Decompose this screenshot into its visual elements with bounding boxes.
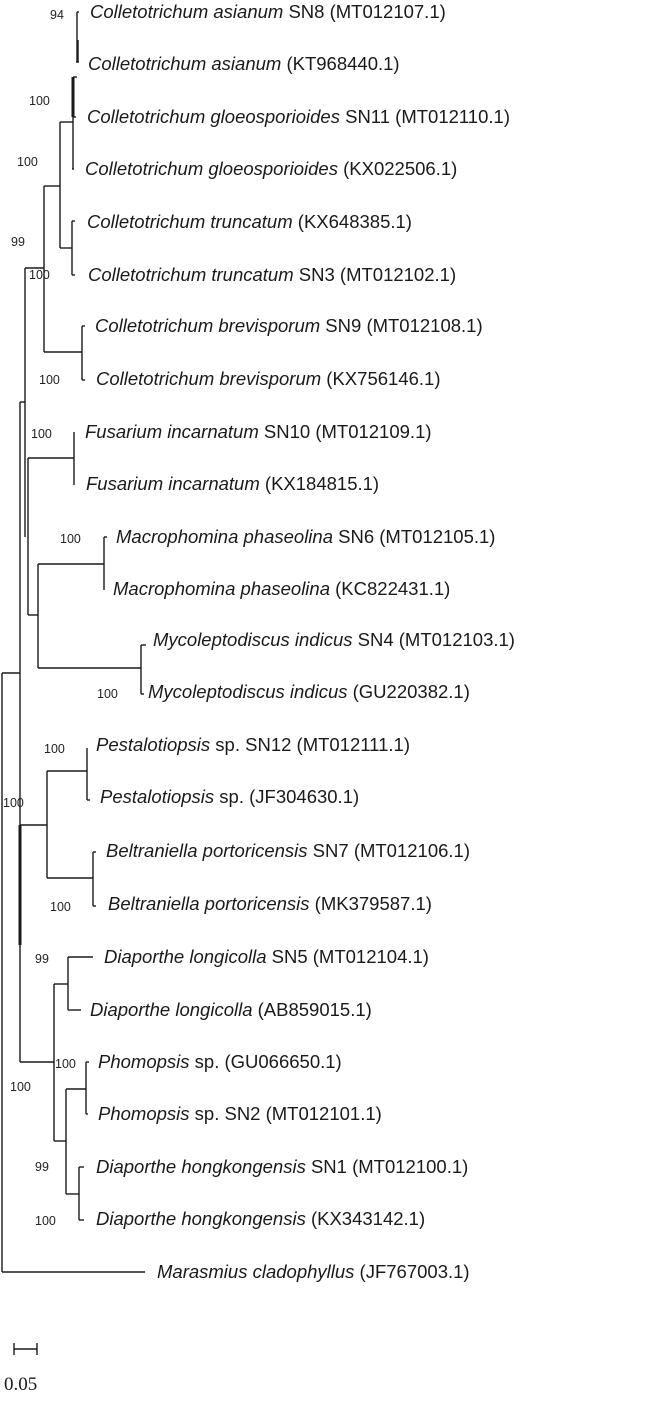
- leaf-label: Pestalotiopsis sp. (JF304630.1): [100, 786, 360, 807]
- bootstrap-value: 100: [29, 268, 50, 282]
- scale-bar-label: 0.05: [4, 1374, 38, 1395]
- leaf-label: Beltraniella portoricensis SN7 (MT012106…: [106, 840, 471, 861]
- leaf-label: Macrophomina phaseolina SN6 (MT012105.1): [116, 526, 496, 547]
- leaf-label: Colletotrichum brevisporum SN9 (MT012108…: [95, 315, 483, 336]
- bootstrap-value: 100: [29, 94, 50, 108]
- bootstrap-value: 99: [35, 1160, 49, 1174]
- leaf-label: Fusarium incarnatum (KX184815.1): [86, 473, 380, 494]
- bootstrap-value: 100: [60, 532, 81, 546]
- leaf-label: Phomopsis sp. SN2 (MT012101.1): [98, 1103, 382, 1124]
- bootstrap-value: 99: [35, 952, 49, 966]
- leaf-label: Colletotrichum truncatum SN3 (MT012102.1…: [88, 264, 457, 285]
- leaf-label: Marasmius cladophyllus (JF767003.1): [157, 1261, 470, 1282]
- leaf-label: Diaporthe hongkongensis (KX343142.1): [96, 1208, 426, 1229]
- leaf-label: Colletotrichum brevisporum (KX756146.1): [96, 368, 441, 389]
- leaf-label: Colletotrichum gloeosporioides (KX022506…: [85, 158, 458, 179]
- bootstrap-value: 100: [31, 427, 52, 441]
- bootstrap-value: 94: [50, 8, 64, 22]
- bootstrap-value: 100: [44, 742, 65, 756]
- leaf-label: Mycoleptodiscus indicus (GU220382.1): [148, 681, 470, 702]
- leaf-label: Mycoleptodiscus indicus SN4 (MT012103.1): [153, 629, 515, 650]
- bootstrap-value: 100: [35, 1214, 56, 1228]
- leaf-label: Colletotrichum asianum (KT968440.1): [88, 53, 400, 74]
- bootstrap-value: 100: [55, 1057, 76, 1071]
- bootstrap-value: 100: [17, 155, 38, 169]
- bootstrap-value: 100: [10, 1080, 31, 1094]
- leaf-label: Pestalotiopsis sp. SN12 (MT012111.1): [96, 734, 410, 755]
- bootstrap-value: 100: [97, 687, 118, 701]
- leaf-label: Colletotrichum truncatum (KX648385.1): [87, 211, 412, 232]
- leaf-label: Macrophomina phaseolina (KC822431.1): [113, 578, 451, 599]
- bootstrap-value: 100: [3, 796, 24, 810]
- leaf-label: Colletotrichum asianum SN8 (MT012107.1): [90, 1, 446, 22]
- leaf-label: Beltraniella portoricensis (MK379587.1): [108, 893, 432, 914]
- leaf-label: Diaporthe hongkongensis SN1 (MT012100.1): [96, 1156, 469, 1177]
- bootstrap-value: 99: [11, 235, 25, 249]
- leaf-label: Phomopsis sp. (GU066650.1): [98, 1051, 342, 1072]
- leaf-label: Diaporthe longicolla (AB859015.1): [90, 999, 372, 1020]
- bootstrap-value: 100: [39, 373, 60, 387]
- leaf-label: Colletotrichum gloeosporioides SN11 (MT0…: [87, 106, 510, 127]
- leaf-label: Fusarium incarnatum SN10 (MT012109.1): [85, 421, 432, 442]
- leaf-label: Diaporthe longicolla SN5 (MT012104.1): [104, 946, 429, 967]
- bootstrap-value: 100: [50, 900, 71, 914]
